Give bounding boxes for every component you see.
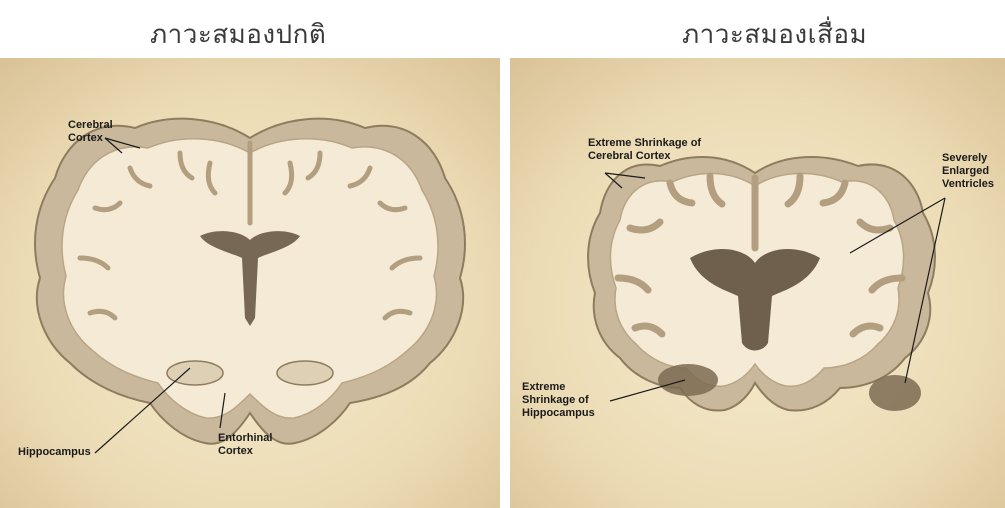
title-normal-brain: ภาวะสมองปกติ [150, 14, 326, 55]
label-hippocampus: Hippocampus [18, 446, 91, 458]
dementia-hippocampus [658, 364, 718, 396]
title-dementia-brain: ภาวะสมองเสื่อม [682, 14, 867, 55]
normal-hippocampus-right [277, 361, 333, 385]
panel-normal-brain: Cerebral Cortex Hippocampus Entorhinal C… [0, 58, 500, 508]
label-cerebral-1: Cerebral [68, 119, 113, 131]
label-ventricles-3: Ventricles [942, 178, 994, 190]
dementia-hippocampus-right [869, 375, 921, 411]
label-entorhinal-1: Entorhinal [218, 432, 272, 444]
label-shrink-cortex-1: Extreme Shrinkage of [588, 137, 701, 149]
label-shrink-hippo-2: Shrinkage of [522, 394, 589, 406]
label-entorhinal-2: Cortex [218, 445, 254, 457]
panel-dementia-brain: Extreme Shrinkage of Cerebral Cortex Sev… [510, 58, 1005, 508]
label-cerebral-2: Cortex [68, 132, 104, 144]
label-shrink-cortex-2: Cerebral Cortex [588, 150, 671, 162]
label-shrink-hippo-3: Hippocampus [522, 407, 595, 419]
label-ventricles-1: Severely [942, 152, 988, 164]
normal-brain-illustration: Cerebral Cortex Hippocampus Entorhinal C… [0, 58, 500, 508]
label-ventricles-2: Enlarged [942, 165, 989, 177]
panel-divider [500, 58, 510, 508]
label-shrink-hippo-1: Extreme [522, 381, 565, 393]
dementia-brain-illustration: Extreme Shrinkage of Cerebral Cortex Sev… [510, 58, 1005, 508]
